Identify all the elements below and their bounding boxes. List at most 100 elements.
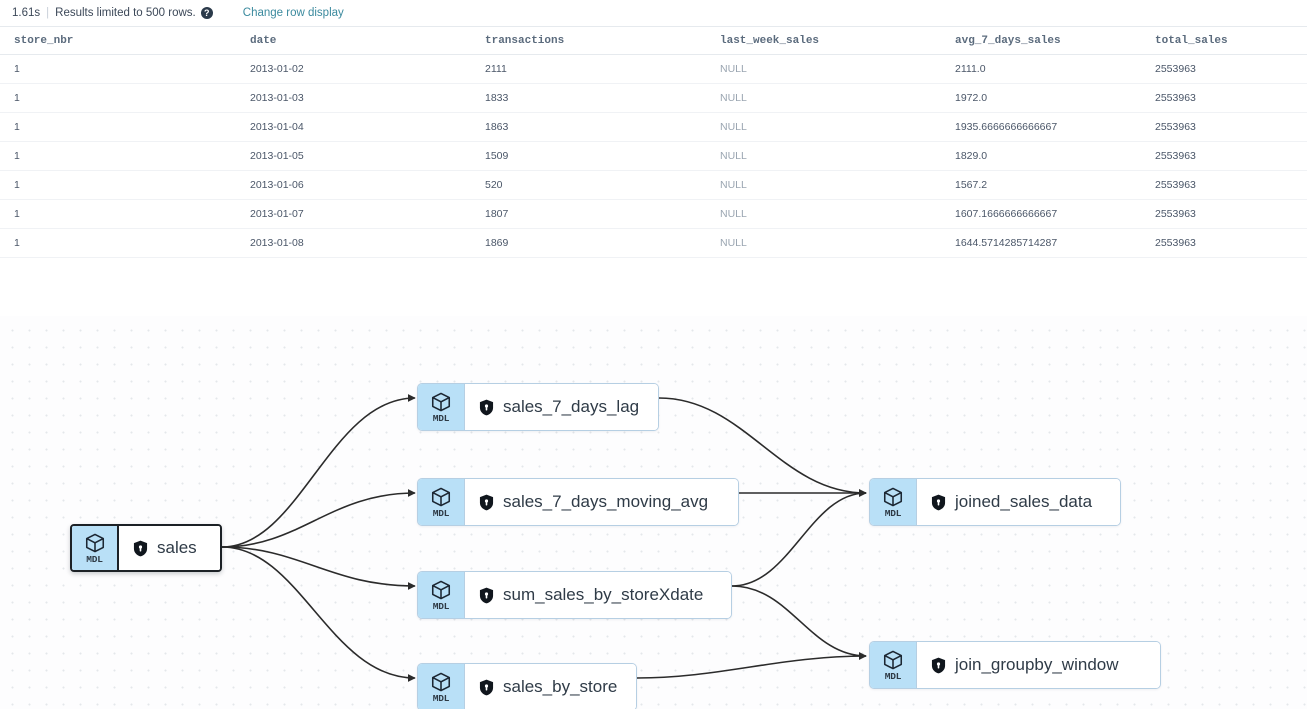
column-header-last-week-sales[interactable]: last_week_sales	[720, 26, 955, 55]
table-row[interactable]: 1 2013-01-03 1833 NULL 1972.0 2553963	[0, 83, 1307, 113]
cell-avg-7-days-sales: 1972.0	[955, 83, 1155, 113]
cell-store-nbr: 1	[0, 228, 250, 258]
cell-last-week-sales: NULL	[720, 141, 955, 171]
node-label: sales	[157, 538, 197, 557]
lineage-node-joined-sales-data[interactable]: MDL joined_sales_data	[869, 478, 1121, 526]
cell-last-week-sales: NULL	[720, 228, 955, 258]
node-label: join_groupby_window	[955, 655, 1119, 674]
cell-transactions: 1869	[485, 228, 720, 258]
cell-date: 2013-01-04	[250, 112, 485, 142]
node-badge-mdl: MDL	[418, 664, 465, 709]
node-badge-mdl: MDL	[418, 384, 465, 430]
cell-date: 2013-01-03	[250, 83, 485, 113]
shield-icon	[133, 540, 148, 556]
cell-transactions: 1509	[485, 141, 720, 171]
cell-last-week-sales: NULL	[720, 83, 955, 113]
column-header-date[interactable]: date	[250, 26, 485, 55]
node-badge-mdl: MDL	[418, 572, 465, 618]
table-row[interactable]: 1 2013-01-02 2111 NULL 2111.0 2553963	[0, 54, 1307, 84]
cell-date: 2013-01-07	[250, 199, 485, 229]
table-row[interactable]: 1 2013-01-04 1863 NULL 1935.666666666666…	[0, 112, 1307, 142]
cell-date: 2013-01-08	[250, 228, 485, 258]
node-body: sum_sales_by_storeXdate	[465, 572, 731, 618]
results-table: store_nbr date transactions last_week_sa…	[0, 26, 1307, 258]
edge-sum_sales_by_storeXdate-to-joined_sales_data	[731, 489, 867, 587]
node-body: sales_by_store	[465, 664, 636, 709]
cell-avg-7-days-sales: 1607.1666666666667	[955, 199, 1155, 229]
cell-avg-7-days-sales: 1567.2	[955, 170, 1155, 200]
table-row[interactable]: 1 2013-01-07 1807 NULL 1607.166666666666…	[0, 199, 1307, 229]
lineage-node-sales-7-days-moving-avg[interactable]: MDL sales_7_days_moving_avg	[417, 478, 739, 526]
lineage-node-sales-7-days-lag[interactable]: MDL sales_7_days_lag	[417, 383, 659, 431]
cell-total-sales: 2553963	[1155, 170, 1307, 200]
cell-avg-7-days-sales: 1644.5714285714287	[955, 228, 1155, 258]
cell-last-week-sales: NULL	[720, 112, 955, 142]
cell-store-nbr: 1	[0, 170, 250, 200]
results-status-bar: 1.61s | Results limited to 500 rows. ? C…	[0, 0, 1307, 26]
cell-store-nbr: 1	[0, 199, 250, 229]
cell-avg-7-days-sales: 1935.6666666666667	[955, 112, 1155, 142]
lineage-graph-canvas[interactable]: MDL sales MDL sales	[0, 316, 1307, 709]
cell-avg-7-days-sales: 2111.0	[955, 54, 1155, 84]
edge-sales_by_store-to-join_groupby_window	[636, 652, 867, 679]
change-row-display-link[interactable]: Change row display	[242, 7, 344, 19]
shield-icon	[479, 399, 494, 415]
node-label: sales_by_store	[503, 677, 618, 696]
help-icon[interactable]: ?	[200, 7, 213, 19]
cell-store-nbr: 1	[0, 112, 250, 142]
shield-icon	[479, 587, 494, 603]
column-header-total-sales[interactable]: total_sales	[1155, 26, 1307, 55]
node-body: sales_7_days_lag	[465, 384, 658, 430]
query-duration: 1.61s	[12, 7, 41, 19]
node-badge-label: MDL	[432, 692, 450, 704]
column-header-avg-7-days-sales[interactable]: avg_7_days_sales	[955, 26, 1155, 55]
edge-sum_sales_by_storeXdate-to-join_groupby_window	[731, 585, 867, 660]
results-table-head: store_nbr date transactions last_week_sa…	[0, 26, 1307, 55]
lineage-node-sum-sales-by-storexdate[interactable]: MDL sum_sales_by_storeXdate	[417, 571, 732, 619]
node-badge-label: MDL	[432, 507, 450, 519]
cell-total-sales: 2553963	[1155, 112, 1307, 142]
cube-icon	[431, 392, 451, 412]
shield-icon	[931, 494, 946, 510]
cell-transactions: 1833	[485, 83, 720, 113]
table-row[interactable]: 1 2013-01-08 1869 NULL 1644.571428571428…	[0, 228, 1307, 258]
cube-icon	[883, 650, 903, 670]
table-row[interactable]: 1 2013-01-05 1509 NULL 1829.0 2553963	[0, 141, 1307, 171]
cell-store-nbr: 1	[0, 54, 250, 84]
cell-date: 2013-01-02	[250, 54, 485, 84]
lineage-edges	[221, 394, 867, 682]
node-badge-label: MDL	[432, 600, 450, 612]
cell-transactions: 520	[485, 170, 720, 200]
status-separator: |	[46, 7, 50, 19]
lineage-node-join-groupby-window[interactable]: MDL join_groupby_window	[869, 641, 1161, 689]
node-body: join_groupby_window	[917, 642, 1160, 688]
cell-last-week-sales: NULL	[720, 170, 955, 200]
node-badge-label: MDL	[432, 412, 450, 424]
edge-sales-to-sales_7_days_moving_avg	[221, 489, 416, 548]
column-header-transactions[interactable]: transactions	[485, 26, 720, 55]
results-table-body: 1 2013-01-02 2111 NULL 2111.0 2553963 1 …	[0, 54, 1307, 258]
node-label: sales_7_days_lag	[503, 397, 640, 416]
node-badge-label: MDL	[884, 670, 902, 682]
lineage-node-sales-by-store[interactable]: MDL sales_by_store	[417, 663, 637, 709]
cube-icon	[883, 487, 903, 507]
table-row[interactable]: 1 2013-01-06 520 NULL 1567.2 2553963	[0, 170, 1307, 200]
node-body: sales_7_days_moving_avg	[465, 479, 738, 525]
edge-sales-to-sales_7_days_lag	[221, 394, 416, 548]
cell-total-sales: 2553963	[1155, 54, 1307, 84]
lineage-node-sales[interactable]: MDL sales	[70, 524, 222, 572]
edge-sales-to-sales_by_store	[221, 546, 416, 682]
column-header-store-nbr[interactable]: store_nbr	[0, 26, 250, 55]
cell-total-sales: 2553963	[1155, 141, 1307, 171]
cell-avg-7-days-sales: 1829.0	[955, 141, 1155, 171]
cube-icon	[431, 487, 451, 507]
node-label: joined_sales_data	[955, 492, 1093, 511]
node-badge-mdl: MDL	[418, 479, 465, 525]
node-badge-mdl: MDL	[870, 479, 917, 525]
shield-icon	[931, 657, 946, 673]
node-body: sales	[119, 526, 220, 570]
cell-last-week-sales: NULL	[720, 199, 955, 229]
cell-transactions: 1863	[485, 112, 720, 142]
cell-total-sales: 2553963	[1155, 83, 1307, 113]
cell-total-sales: 2553963	[1155, 228, 1307, 258]
